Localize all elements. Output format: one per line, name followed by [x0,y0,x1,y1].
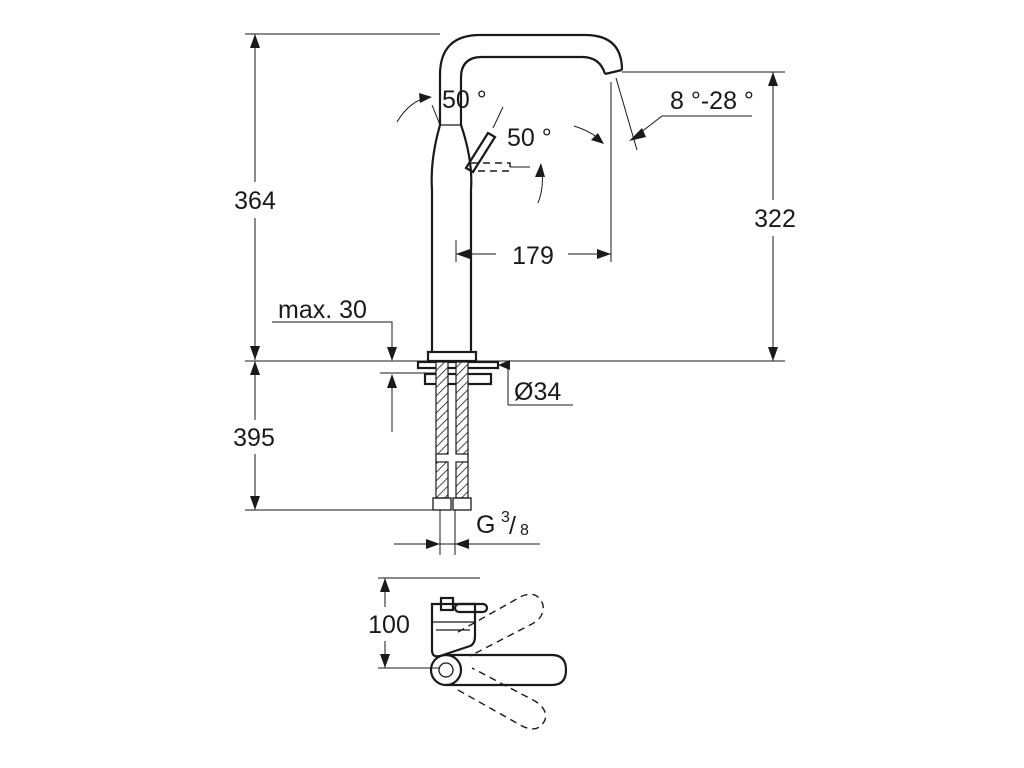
connection-thread-slash: / [509,512,516,540]
dimension-below-deck: 395 [225,361,440,511]
lever-handle [431,104,530,174]
total-height-label: 364 [234,187,276,215]
lever-angle-side-label: 50 ° [507,124,552,152]
connection-thread-base: G [476,511,495,539]
lever-angle-top-label: 50 ° [442,86,487,114]
dimension-spout-height: 322 [622,71,803,361]
mounting-assembly [416,360,500,511]
dimension-plan-depth: 100 [360,577,480,669]
dimension-lever-angle-side: 50 ° [507,124,552,204]
dimension-hole-diameter: Ø34 [498,360,573,406]
spout-angle-label: 8 °-28 ° [670,87,754,115]
faucet-plan-view [429,593,568,730]
hole-diameter-label: Ø34 [514,378,561,406]
plan-depth-label: 100 [368,611,410,639]
spout-reach-label: 179 [512,242,554,270]
dimension-max-deck: max. 30 [272,296,436,432]
below-deck-label: 395 [233,424,275,452]
spout-height-label: 322 [754,205,796,233]
connection-thread-num: 3 [501,509,510,526]
dimension-total-height: 364 [225,33,440,360]
dimension-spout-angle: 8 °-28 ° [573,77,754,151]
faucet-body [426,33,624,363]
connection-thread-den: 8 [520,522,529,539]
dimension-lever-angle-top: 50 ° [396,86,487,123]
dimension-connection: G 3 / 8 [394,509,540,555]
max-deck-label: max. 30 [278,296,367,324]
dimension-spout-reach: 179 [455,82,612,272]
